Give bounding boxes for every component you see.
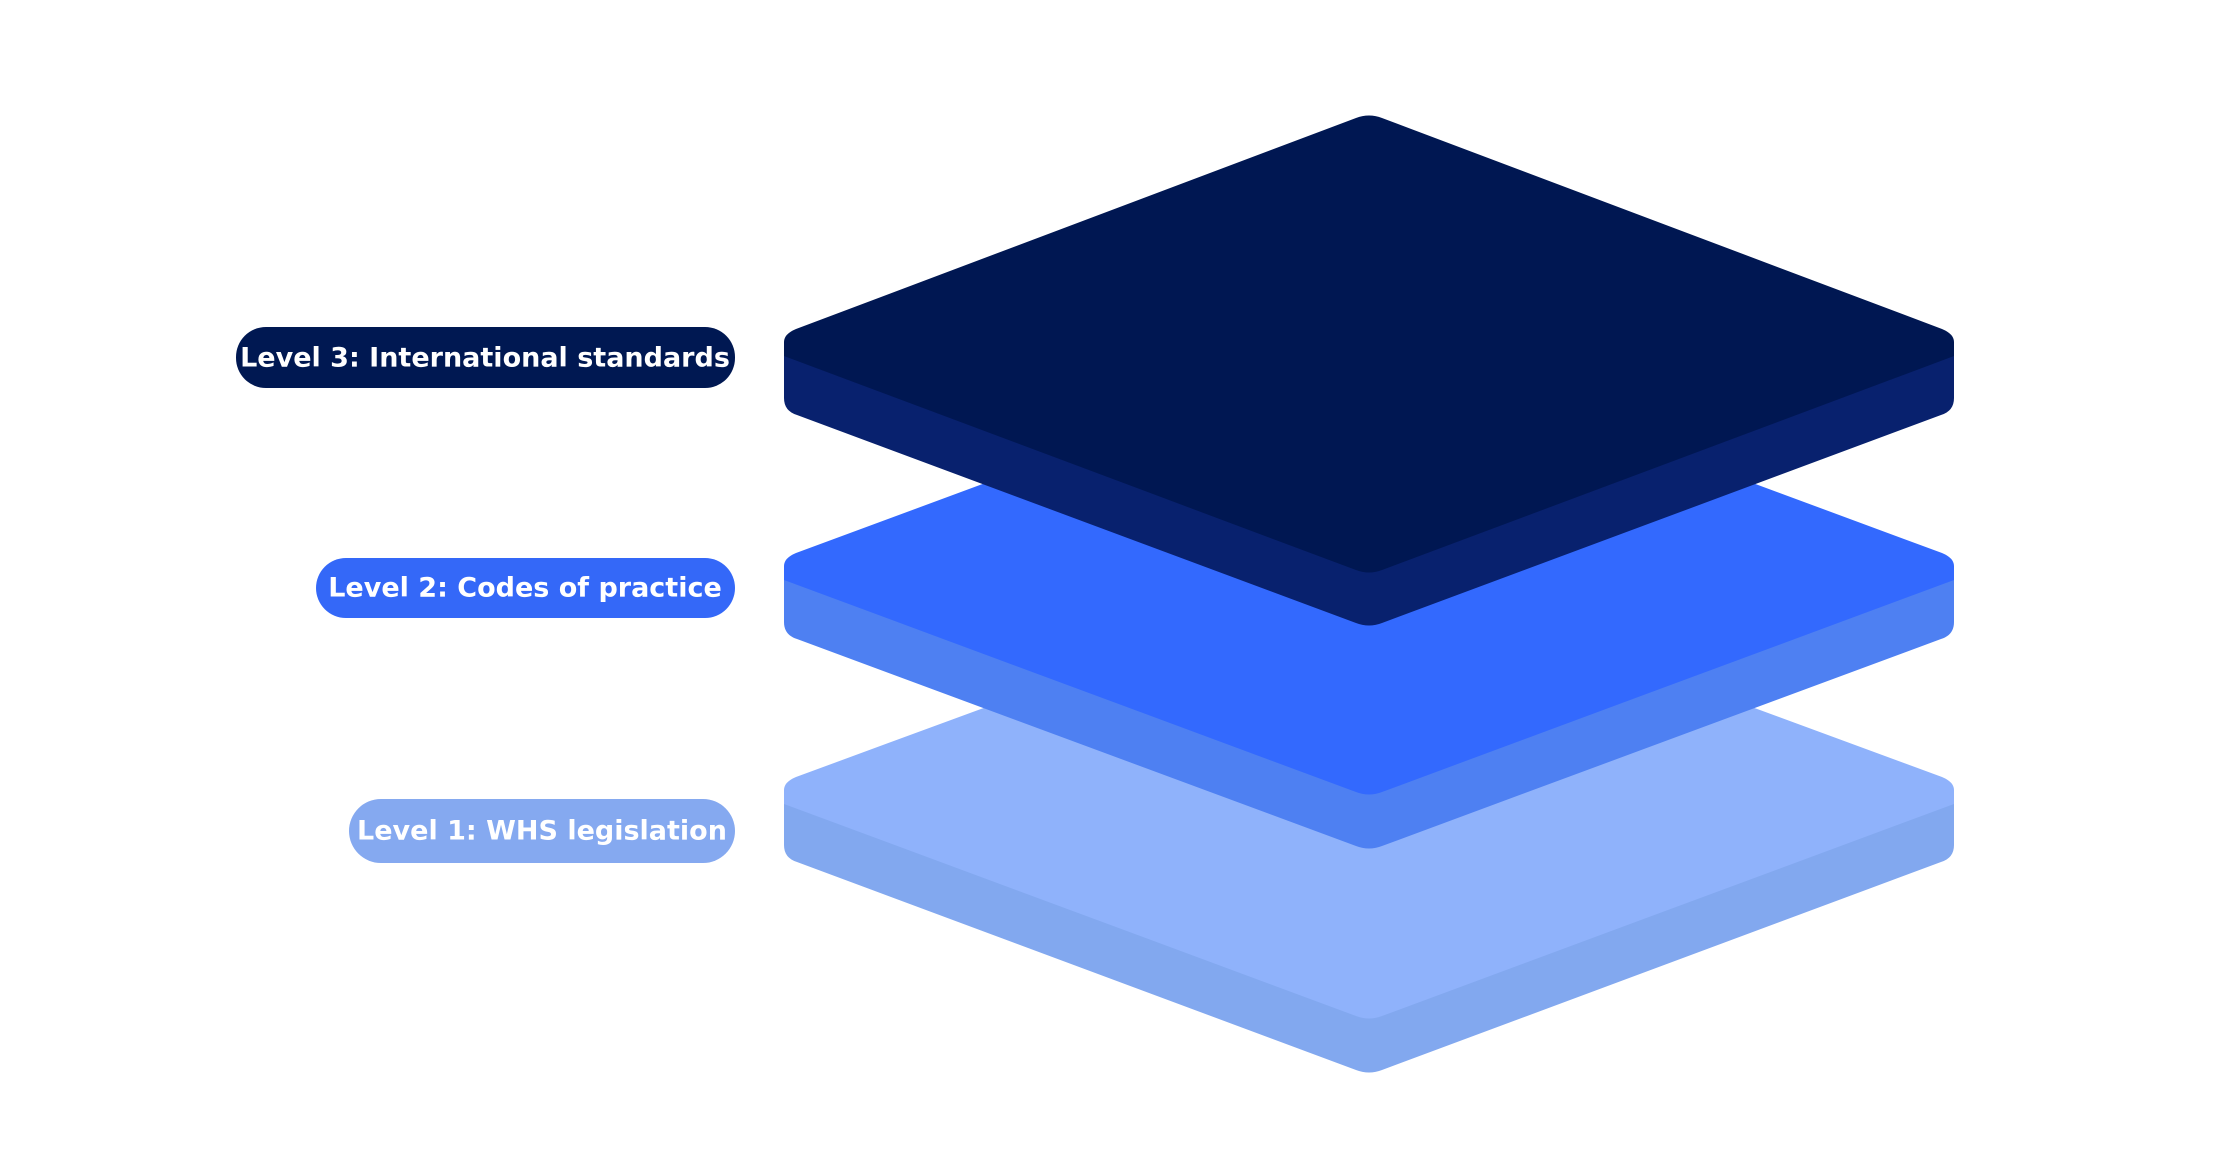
level-3-label: Level 3: International standards xyxy=(240,343,730,374)
level-3-slab-top xyxy=(784,115,1954,573)
level-1-label: Level 1: WHS legislation xyxy=(357,816,727,847)
level-2-pill-bg xyxy=(316,558,735,618)
level-2-label: Level 2: Codes of practice xyxy=(328,573,722,604)
level-2-pill: Level 2: Codes of practice xyxy=(316,558,735,618)
level-1-pill: Level 1: WHS legislation xyxy=(349,799,735,863)
level-3-pill-bg xyxy=(236,327,735,388)
level-1-pill-bg xyxy=(349,799,735,863)
level-3-slab xyxy=(784,115,1954,626)
level-3-pill: Level 3: International standards xyxy=(236,327,735,388)
